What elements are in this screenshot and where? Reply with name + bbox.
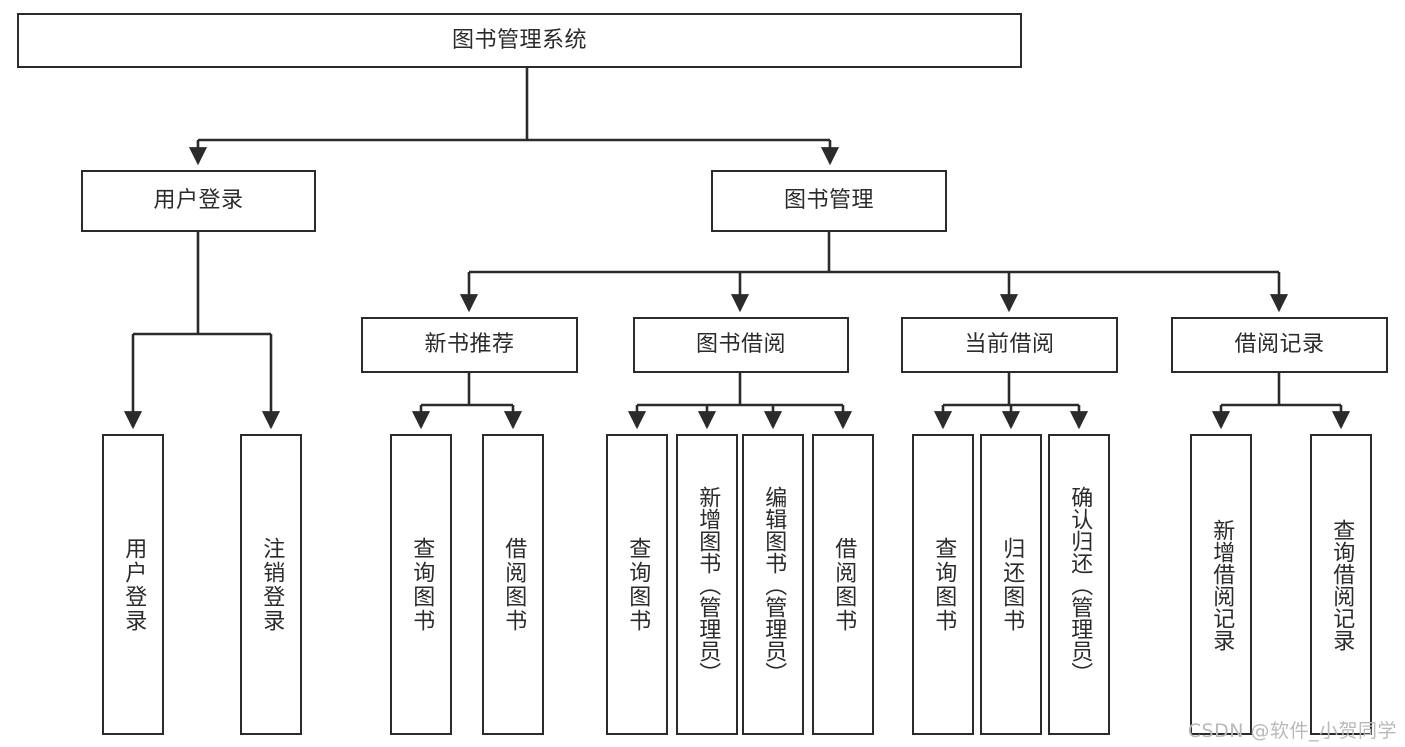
node-label: 查询图书 xyxy=(931,536,957,633)
node-3-level3-layer[interactable]: 借阅记录 xyxy=(1171,317,1388,373)
node-2-leaves-layer[interactable]: 查询图书 xyxy=(390,434,452,735)
node-label: 图书管理 xyxy=(783,188,874,214)
node-label: 新增图书（管理员） xyxy=(695,485,721,684)
node-label: 注销登录 xyxy=(259,536,285,633)
node-0-leaves-layer[interactable]: 用户登录 xyxy=(102,434,164,735)
node-label: 用户登录 xyxy=(121,536,147,633)
node-11-leaves-layer[interactable]: 新增借阅记录 xyxy=(1190,434,1252,735)
node-label: 借阅记录 xyxy=(1234,332,1325,358)
node-3-leaves-layer[interactable]: 借阅图书 xyxy=(482,434,544,735)
node-label: 编辑图书（管理员） xyxy=(761,485,787,684)
node-7-leaves-layer[interactable]: 借阅图书 xyxy=(812,434,874,735)
node-0-level3-layer[interactable]: 新书推荐 xyxy=(361,317,578,373)
node-8-leaves-layer[interactable]: 查询图书 xyxy=(912,434,974,735)
node-label: 借阅图书 xyxy=(831,536,857,633)
node-1-level2-layer[interactable]: 图书管理 xyxy=(711,170,947,232)
node-1-level3-layer[interactable]: 图书借阅 xyxy=(633,317,849,373)
node-label: 查询图书 xyxy=(625,536,651,633)
node-label: 新增借阅记录 xyxy=(1209,518,1235,651)
node-label: 当前借阅 xyxy=(964,332,1055,358)
node-label: 查询图书 xyxy=(409,536,435,633)
node-4-leaves-layer[interactable]: 查询图书 xyxy=(606,434,668,735)
node-0-level2-layer[interactable]: 用户登录 xyxy=(81,170,316,232)
node-label: 借阅图书 xyxy=(501,536,527,633)
node-label: 查询借阅记录 xyxy=(1329,518,1355,651)
node-root[interactable]: 图书管理系统 xyxy=(17,13,1022,68)
node-root-label: 图书管理系统 xyxy=(451,27,587,53)
node-label: 用户登录 xyxy=(153,188,244,214)
node-2-level3-layer[interactable]: 当前借阅 xyxy=(901,317,1118,373)
watermark: CSDN @软件_小贺同学 xyxy=(1187,720,1397,742)
node-6-leaves-layer[interactable]: 编辑图书（管理员） xyxy=(742,434,804,735)
node-10-leaves-layer[interactable]: 确认归还（管理员） xyxy=(1048,434,1110,735)
node-1-leaves-layer[interactable]: 注销登录 xyxy=(240,434,302,735)
node-label: 确认归还（管理员） xyxy=(1067,485,1093,684)
node-label: 新书推荐 xyxy=(424,332,515,358)
node-label: 图书借阅 xyxy=(695,332,786,358)
node-label: 归还图书 xyxy=(999,536,1025,633)
node-12-leaves-layer[interactable]: 查询借阅记录 xyxy=(1310,434,1372,735)
node-5-leaves-layer[interactable]: 新增图书（管理员） xyxy=(676,434,738,735)
node-9-leaves-layer[interactable]: 归还图书 xyxy=(980,434,1042,735)
